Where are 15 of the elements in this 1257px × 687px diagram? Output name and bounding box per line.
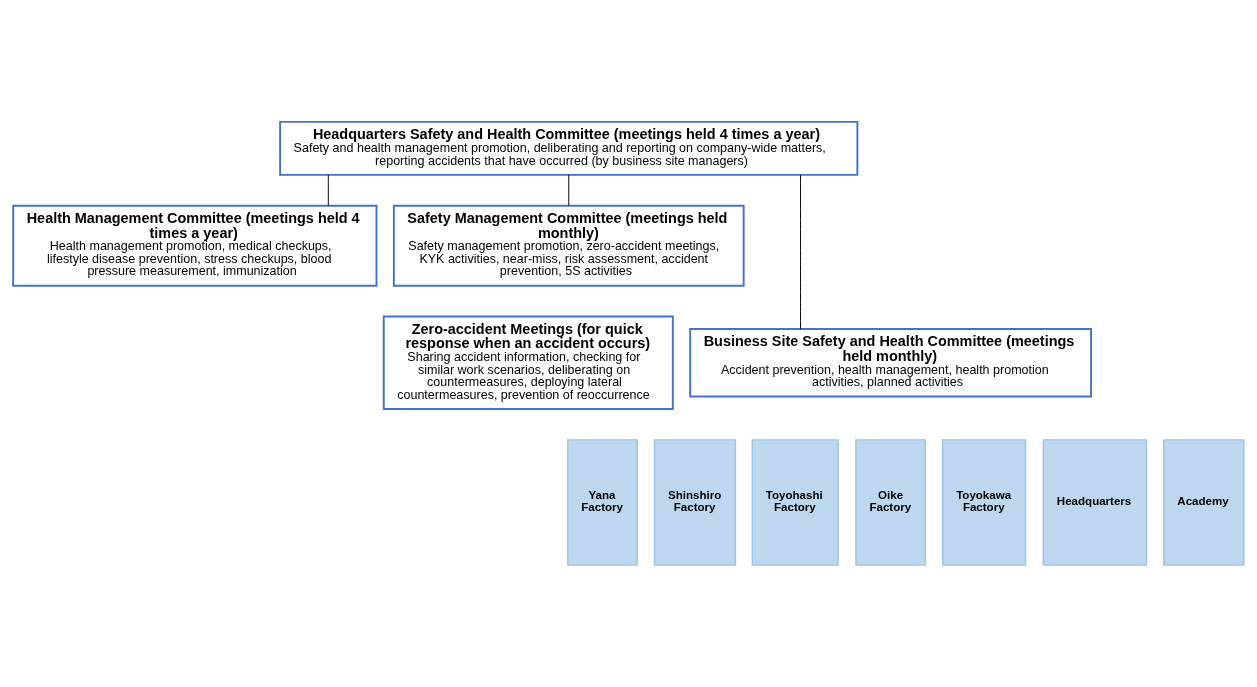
node-box: Headquarters (1042, 439, 1148, 566)
node-box: Safety Management Committee (meetings held monthly) Safety management promotion, zero-accident meetings, KYK activities, near-miss, risk assessment, accident prevention, 5S activities (392, 204, 745, 287)
node-box: Toyohashi Factory (751, 439, 839, 566)
node-box: Shinshiro Factory (653, 439, 737, 566)
node-box: Toyokawa Factory (941, 439, 1027, 566)
node-box: Academy (1163, 439, 1245, 566)
node-box: Oike Factory (855, 439, 927, 566)
connector (568, 174, 570, 207)
node-box: Headquarters Safety and Health Committee (meetings held 4 times a year) Safety and health management promotion, deliberating and reporting on company-wide matters, reporting accidents that have occurred (by business site managers) (279, 120, 859, 176)
node-box: Business Site Safety and Health Committee (meetings held monthly) Accident prevention, health management, health promotion activities, planned activities (689, 328, 1093, 398)
connector (800, 174, 801, 330)
node-box: Health Management Committee (meetings held 4 times a year) Health management promotion, medical checkups, lifestyle disease prevention, stress checkups, blood pressure measurement, immunization (12, 204, 378, 287)
connector (327, 174, 329, 207)
node-box: Zero-accident Meetings (for quick response when an accident occurs) Sharing accident information, checking for similar work scenarios, deliberating on countermeasures, deploying lateral countermeasures, prevention of reoccurrence (382, 315, 674, 410)
node-box: Yana Factory (567, 439, 638, 566)
